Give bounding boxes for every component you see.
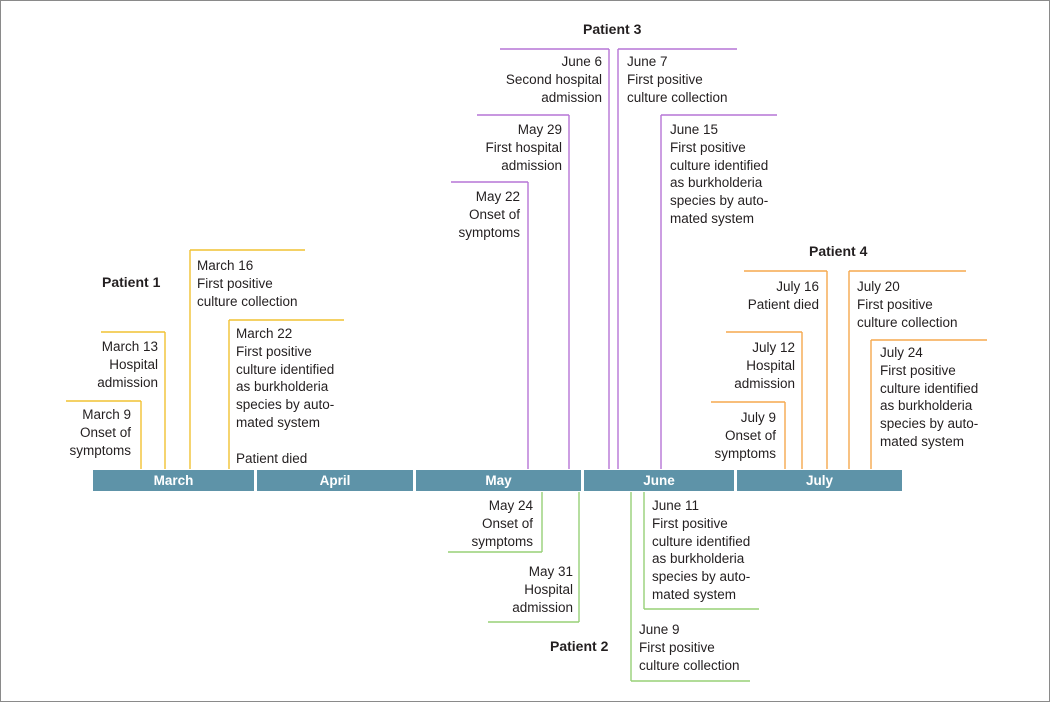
patient-4-july-12-event-label: July 12 Hospital admission xyxy=(734,339,795,392)
event-description-line: Patient died xyxy=(236,450,308,466)
event-description-line: symptoms xyxy=(714,445,776,461)
month-june: June xyxy=(584,470,734,491)
event-description-line: mated system xyxy=(236,414,321,430)
event-date: July 24 xyxy=(880,345,923,360)
month-may: May xyxy=(416,470,581,491)
event-description-line: First positive xyxy=(652,515,728,531)
event-description-line: as burkholderia xyxy=(652,551,745,567)
patient-2-label: Patient 2 xyxy=(550,638,609,654)
patient-4-july-24-event-label: July 24 First positive culture identified a… xyxy=(880,344,978,451)
event-description-line: mated system xyxy=(880,433,965,449)
event-description-line: Onset of xyxy=(481,515,533,531)
patient-4-july-20-event-label: July 20 First positive culture collection xyxy=(857,278,958,331)
event-description-line: First positive xyxy=(236,343,312,359)
event-description-line: culture collection xyxy=(857,314,958,330)
event-date: June 11 xyxy=(652,498,700,513)
event-date: June 9 xyxy=(639,622,680,637)
patient-3-june-7-event-label: June 7 First positive culture collection xyxy=(627,53,728,106)
event-description-line: symptoms xyxy=(471,533,533,549)
event-description-line: culture identified xyxy=(236,361,335,377)
event-date: July 16 xyxy=(776,279,819,294)
patient-2-june-9-event-label: June 9 First positive culture collection xyxy=(639,621,740,674)
event-description-line: species by auto- xyxy=(236,397,335,413)
event-description-line: First positive xyxy=(627,71,703,87)
event-date: March 16 xyxy=(197,258,254,273)
event-description-line: Onset of xyxy=(79,424,131,440)
event-description-line: mated system xyxy=(652,586,737,602)
event-date: March 9 xyxy=(82,407,131,422)
event-date: May 31 xyxy=(528,564,573,579)
event-description-line: as burkholderia xyxy=(670,175,763,191)
event-description-line: admission xyxy=(97,374,158,390)
patient-4-july-16-event-label: July 16 Patient died xyxy=(748,278,819,314)
patient-1-march-16-event-label: March 16 First positive culture collection xyxy=(197,257,298,310)
event-description-line: culture identified xyxy=(880,380,979,396)
event-date: May 22 xyxy=(475,189,520,204)
event-date: March 13 xyxy=(101,339,158,354)
event-date: July 12 xyxy=(752,340,795,355)
event-description-line: as burkholderia xyxy=(880,398,973,414)
event-date: June 7 xyxy=(627,54,668,69)
event-description-line: Hospital xyxy=(524,581,573,597)
patient-2-june-11-event-label: June 11 First positive culture identified a… xyxy=(652,497,750,604)
event-description-line: First positive xyxy=(197,275,273,291)
event-description-line: Second hospital xyxy=(505,71,602,87)
patient-1-march-9-event-label: March 9 Onset of symptoms xyxy=(69,406,131,459)
event-description-line: culture collection xyxy=(639,657,740,673)
event-description-line: as burkholderia xyxy=(236,379,329,395)
event-description-line: First positive xyxy=(880,362,956,378)
event-date: June 6 xyxy=(561,54,602,69)
event-description-line: culture identified xyxy=(670,157,769,173)
event-description-line: First positive xyxy=(670,139,746,155)
patient-3-label: Patient 3 xyxy=(583,21,642,37)
patient-1-march-13-event-label: March 13 Hospital admission xyxy=(97,338,158,391)
event-description-line: First hospital xyxy=(485,139,562,155)
event-description-line: species by auto- xyxy=(652,569,751,585)
patient-4-july-9-event-label: July 9 Onset of symptoms xyxy=(714,409,776,462)
event-date: July 9 xyxy=(740,410,776,425)
event-description-line: mated system xyxy=(670,210,755,226)
event-description-line: admission xyxy=(512,599,573,615)
event-description-line: admission xyxy=(501,157,562,173)
month-july: July xyxy=(737,470,902,491)
event-date: March 22 xyxy=(236,326,293,341)
patient-3-june-6-event-label: June 6 Second hospital admission xyxy=(506,53,602,106)
event-description-line xyxy=(236,432,334,450)
event-description-line: First positive xyxy=(639,639,715,655)
event-description-line: culture collection xyxy=(197,293,298,309)
patient-2-may-31-event-label: May 31 Hospital admission xyxy=(512,563,573,616)
patient-1-march-22-event-label: March 22 First positive culture identified… xyxy=(236,325,334,467)
event-description-line: admission xyxy=(734,375,795,391)
event-description-line: culture identified xyxy=(652,533,751,549)
event-description-line: culture collection xyxy=(627,89,728,105)
event-description-line: admission xyxy=(541,89,602,105)
event-description-line: symptoms xyxy=(458,224,520,240)
patient-3-may-22-event-label: May 22 Onset of symptoms xyxy=(458,188,520,241)
patient-3-june-15-event-label: June 15 First positive culture identified a… xyxy=(670,121,768,228)
event-description-line: First positive xyxy=(857,296,933,312)
event-description-line: Patient died xyxy=(747,296,819,312)
event-date: July 20 xyxy=(857,279,900,294)
event-date: June 15 xyxy=(670,122,719,137)
patient-4-label: Patient 4 xyxy=(809,243,868,259)
month-april: April xyxy=(257,470,413,491)
patient-2-may-24-event-label: May 24 Onset of symptoms xyxy=(471,497,533,550)
event-description-line: Onset of xyxy=(468,206,520,222)
event-date: May 29 xyxy=(517,122,562,137)
patient-3-may-29-event-label: May 29 First hospital admission xyxy=(485,121,562,174)
event-description-line: symptoms xyxy=(69,442,131,458)
event-description-line: Hospital xyxy=(746,357,795,373)
event-date: May 24 xyxy=(488,498,533,513)
patient-1-label: Patient 1 xyxy=(102,274,161,290)
month-march: March xyxy=(93,470,254,491)
event-description-line: Onset of xyxy=(724,427,776,443)
event-description-line: species by auto- xyxy=(880,416,979,432)
event-description-line: species by auto- xyxy=(670,193,769,209)
event-description-line: Hospital xyxy=(109,356,158,372)
